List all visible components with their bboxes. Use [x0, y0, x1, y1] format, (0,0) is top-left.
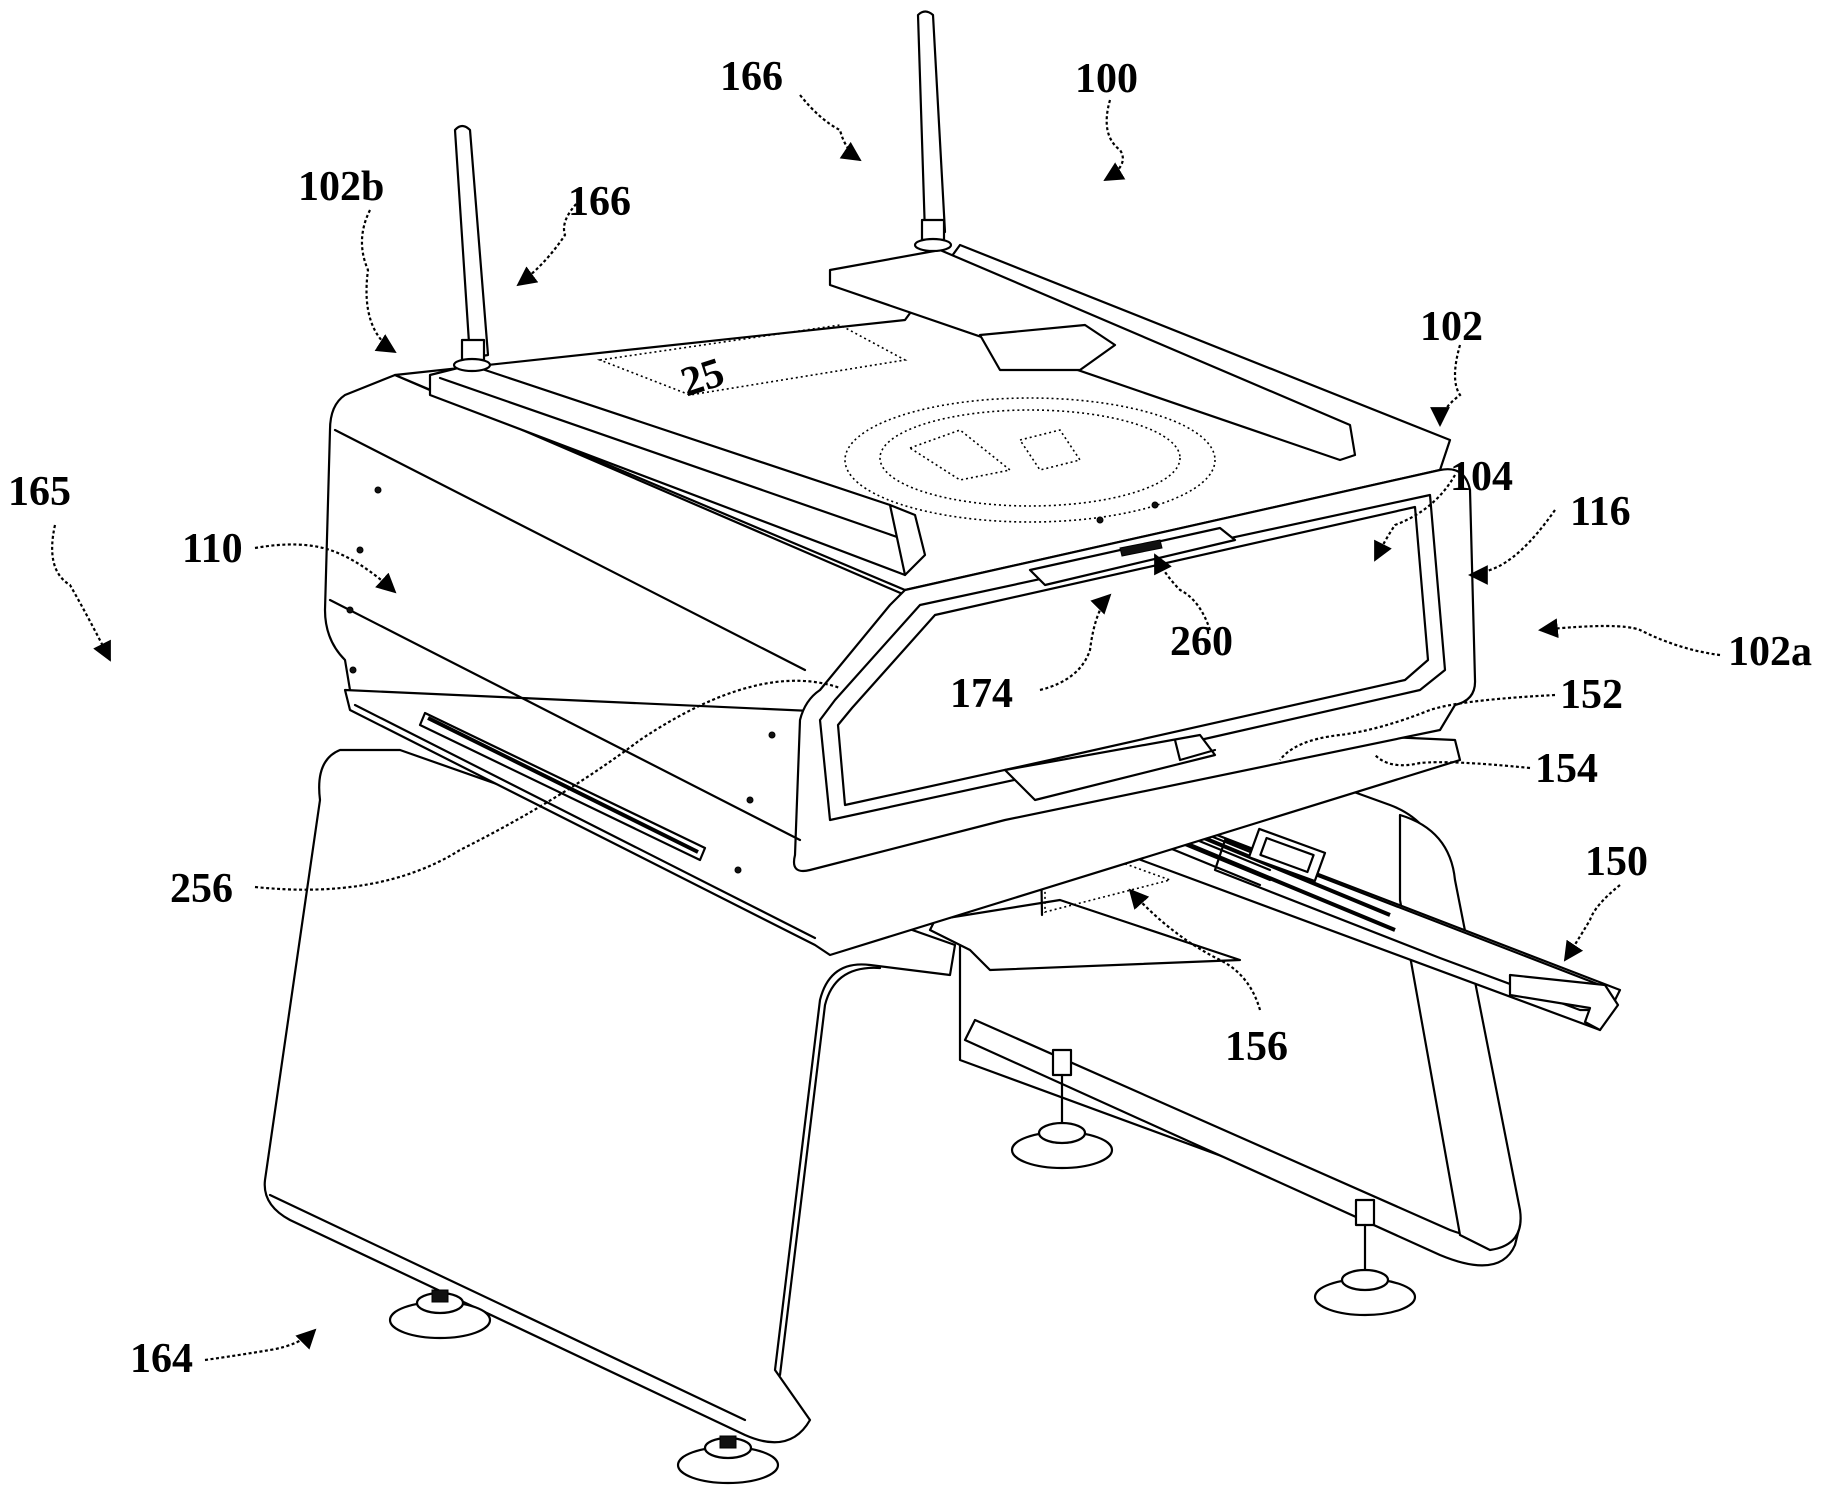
leader-166a [800, 95, 860, 160]
leader-102a [1540, 626, 1720, 655]
label-165: 165 [8, 469, 71, 515]
leader-102b [362, 210, 395, 352]
leader-164 [205, 1330, 315, 1360]
leader-150 [1565, 885, 1620, 960]
label-102b: 102b [298, 164, 384, 210]
foot-front-right [678, 1436, 778, 1483]
leader-165 [52, 525, 110, 660]
label-116: 116 [1570, 489, 1631, 535]
label-164: 164 [130, 1336, 193, 1382]
label-166-left: 166 [568, 179, 631, 225]
label-104: 104 [1450, 454, 1513, 500]
label-102: 102 [1420, 304, 1483, 350]
label-256: 256 [170, 866, 233, 912]
label-102a: 102a [1728, 629, 1812, 675]
label-166-top: 166 [720, 54, 783, 100]
leader-100 [1105, 100, 1123, 180]
label-152: 152 [1560, 672, 1623, 718]
label-156: 156 [1225, 1024, 1288, 1070]
label-260: 260 [1170, 619, 1233, 665]
leader-102 [1440, 345, 1460, 425]
label-110: 110 [182, 526, 243, 572]
leader-116 [1470, 510, 1555, 575]
antenna-right [915, 12, 951, 252]
antenna-left [454, 126, 490, 371]
label-150: 150 [1585, 839, 1648, 885]
antennas [454, 12, 951, 372]
label-100: 100 [1075, 56, 1138, 102]
label-174: 174 [950, 671, 1013, 717]
label-154: 154 [1535, 746, 1598, 792]
